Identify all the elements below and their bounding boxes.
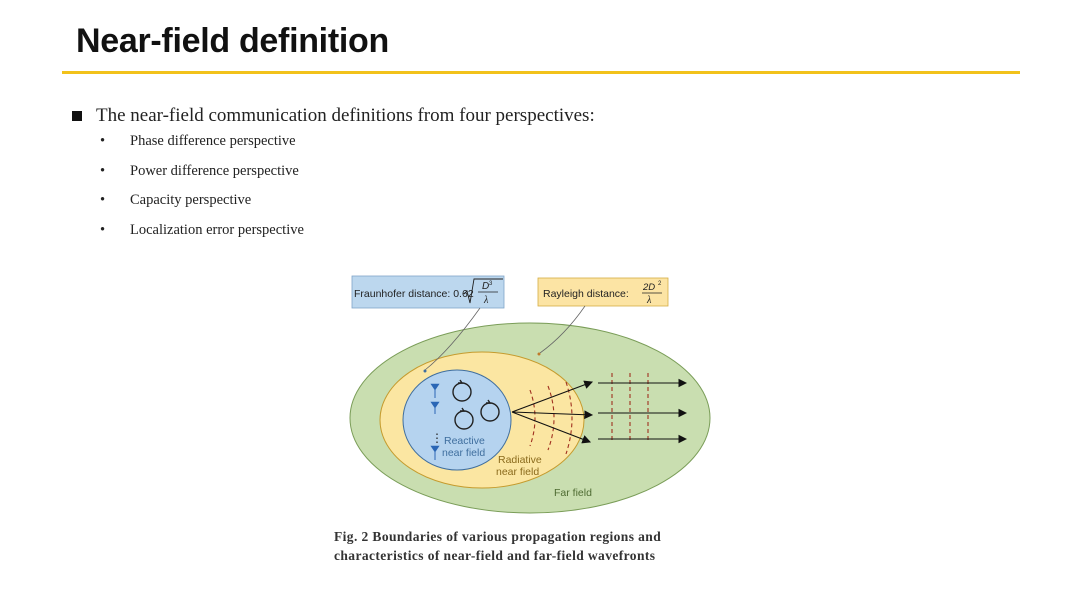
antenna-array-icon — [430, 383, 440, 460]
caption-line-2: characteristics of near-field and far-fi… — [334, 548, 656, 563]
rayleigh-distance-box: Rayleigh distance: 2D 2 λ — [537, 277, 669, 307]
sub-bullet-text: Capacity perspective — [130, 192, 252, 209]
circulating-field-icon — [452, 379, 500, 430]
sub-bullet-list: • Phase difference perspective • Power d… — [100, 133, 304, 252]
spherical-rays — [511, 380, 594, 444]
spherical-wavefront — [529, 381, 573, 455]
figure-caption: Fig. 2 Boundaries of various propagation… — [334, 527, 734, 565]
sub-bullet-text: Phase difference perspective — [130, 133, 296, 149]
far-field-label: Far field — [554, 487, 592, 499]
slide-title: Near-field definition — [76, 22, 389, 60]
radiative-label-line1: Radiative — [498, 454, 542, 466]
propagation-regions-diagram: Fraunhofer distance: 0.62 D 3 λ Rayleigh… — [349, 275, 711, 514]
bullet-dot-icon: • — [100, 222, 106, 239]
radiative-label-line2: near field — [496, 466, 539, 478]
title-underline — [62, 71, 1020, 74]
bullet-dot-icon: • — [100, 133, 106, 149]
fraunhofer-pointer-line — [424, 307, 481, 371]
reactive-label-line2: near field — [442, 447, 485, 459]
sub-bullet-text: Localization error perspective — [130, 222, 304, 239]
plane-wavefront — [611, 373, 649, 442]
bullet-dot-icon: • — [100, 192, 106, 209]
list-item: • Capacity perspective — [100, 192, 304, 222]
main-bullet-text: The near-field communication definitions… — [96, 105, 595, 126]
rayleigh-denominator: λ — [646, 295, 652, 306]
square-bullet-icon — [72, 111, 82, 121]
rayleigh-numerator: 2D — [642, 282, 655, 293]
bullet-dot-icon: • — [100, 162, 106, 179]
sub-bullet-text: Power difference perspective — [130, 162, 299, 179]
reactive-label-line1: Reactive — [444, 435, 485, 447]
rayleigh-pointer-line — [539, 305, 586, 354]
plane-rays — [598, 378, 688, 444]
fraunhofer-label: Fraunhofer distance: 0.62 — [354, 288, 474, 300]
fraunhofer-exponent: 3 — [489, 281, 493, 287]
antenna-ellipsis: ⋮ — [431, 431, 443, 445]
fraunhofer-denominator: λ — [483, 295, 489, 306]
rayleigh-label: Rayleigh distance: — [543, 288, 629, 300]
reactive-near-field-region — [402, 369, 512, 471]
list-item: • Localization error perspective — [100, 222, 304, 252]
list-item: • Phase difference perspective — [100, 133, 304, 163]
fraunhofer-numerator: D — [482, 281, 489, 292]
main-bullet: The near-field communication definitions… — [72, 105, 595, 127]
caption-line-1: Fig. 2 Boundaries of various propagation… — [334, 529, 662, 544]
rayleigh-exponent: 2 — [658, 281, 662, 287]
list-item: • Power difference perspective — [100, 163, 304, 193]
fraunhofer-distance-box: Fraunhofer distance: 0.62 D 3 λ — [351, 275, 505, 309]
